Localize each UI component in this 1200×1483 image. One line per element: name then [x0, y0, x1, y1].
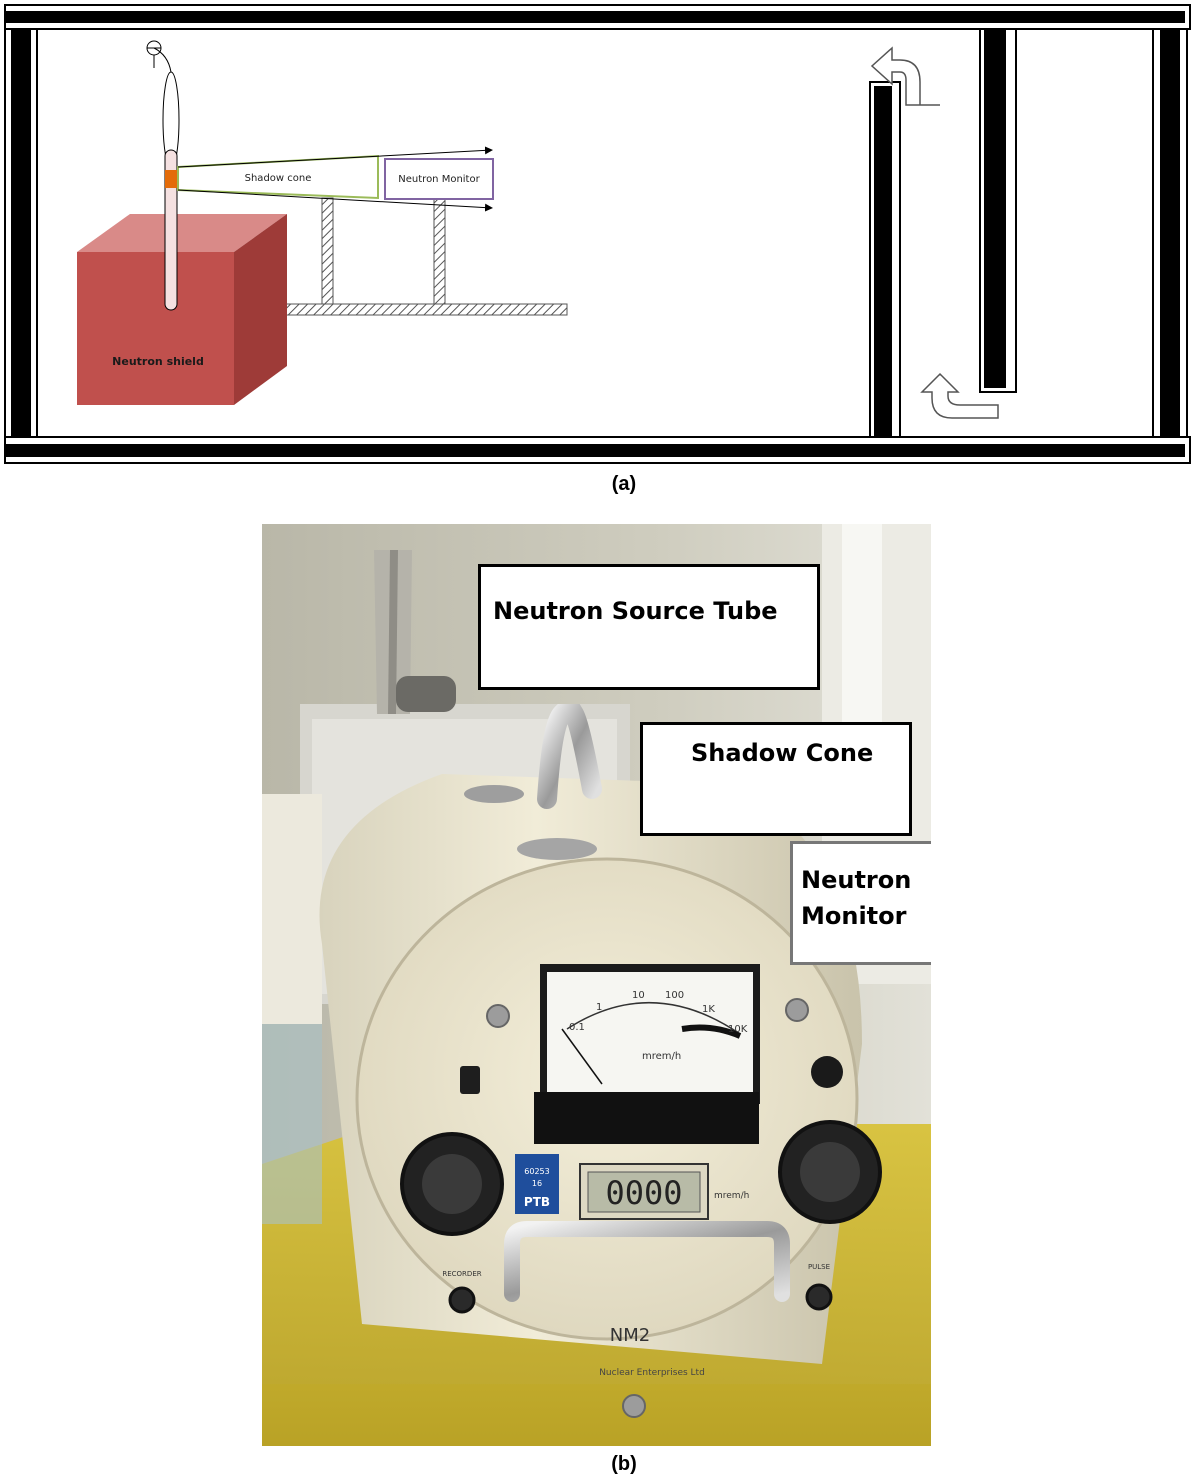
neutron-monitor: Neutron Monitor [384, 158, 494, 200]
push-button [460, 1066, 480, 1094]
schematic-diagram: Neutron shield Shadow cone Neutron Monit… [4, 4, 1191, 464]
maze-arrow-top-icon [870, 46, 940, 106]
meter-unit: mrem/h [642, 1051, 681, 1062]
shield-front-face [77, 252, 234, 405]
model-label: NM2 [610, 1325, 650, 1346]
shadow-cone-label: Shadow cone [245, 173, 312, 184]
neutron-shield-label: Neutron shield [112, 355, 204, 368]
neutron-source-icon [165, 170, 177, 188]
caption-a: (a) [611, 473, 637, 495]
shield-top-face [77, 214, 287, 252]
shield-side-face [234, 214, 287, 405]
maker-label: Nuclear Enterprises Ltd [599, 1368, 705, 1378]
source-tube-label-box: Neutron Source Tube [478, 564, 820, 690]
source-tube [146, 40, 180, 311]
scale-5: 10K [728, 1024, 748, 1035]
screw-right-icon [785, 998, 809, 1022]
scale-3: 100 [665, 990, 684, 1001]
shadow-cone-label-box: Shadow Cone [640, 722, 912, 836]
ptb-badge: 60253 16 PTB [515, 1154, 559, 1214]
display-readout: 0000 [605, 1174, 682, 1212]
digital-display: 0000 mrem/h [579, 1163, 749, 1220]
badge-mid: 16 [532, 1179, 542, 1188]
badge-top: 60253 [524, 1167, 549, 1176]
pulse-label: PULSE [808, 1263, 830, 1271]
badge-bottom: PTB [524, 1195, 550, 1209]
recorder-label: RECORDER [442, 1270, 481, 1278]
monitor-photo: 0.1 1 10 100 1K 10K mrem/h [262, 524, 931, 1446]
beam-arrow-bottom [177, 189, 493, 212]
support-stand [284, 197, 568, 316]
scale-2: 10 [632, 990, 645, 1001]
screw-bottom-icon [622, 1394, 646, 1418]
range-knob [811, 1056, 843, 1088]
beam-arrow-top [177, 146, 493, 168]
neutron-monitor-label: Neutron Monitor [398, 174, 480, 185]
monitor-label-box: Neutron Monitor [790, 841, 931, 965]
photo-neutron-monitor: 0.1 1 10 100 1K 10K mrem/h [319, 704, 882, 1418]
monitor-label-line-1: Neutron [801, 866, 912, 894]
recorder-connector-icon [448, 1286, 476, 1314]
display-unit: mrem/h [714, 1191, 749, 1201]
monitor-label-line-2: Monitor [801, 902, 907, 930]
caption-b: (b) [611, 1453, 637, 1475]
scale-0: 0.1 [569, 1022, 585, 1033]
meter-needle [561, 1028, 603, 1085]
pulse-connector-icon [805, 1283, 833, 1311]
analog-meter: 0.1 1 10 100 1K 10K mrem/h [534, 964, 760, 1144]
scale-1: 1 [596, 1002, 602, 1013]
maze-arrow-bottom-icon [920, 372, 999, 419]
photo-source-tube [374, 550, 456, 714]
shadow-cone-photo-label: Shadow Cone [691, 739, 874, 767]
scale-4: 1K [702, 1004, 715, 1015]
source-tube-label: Neutron Source Tube [493, 597, 778, 625]
front-handle [504, 1221, 790, 1302]
neutron-shield: Neutron shield [77, 214, 287, 405]
screw-left-icon [486, 1004, 510, 1028]
room-walls [4, 4, 1191, 464]
